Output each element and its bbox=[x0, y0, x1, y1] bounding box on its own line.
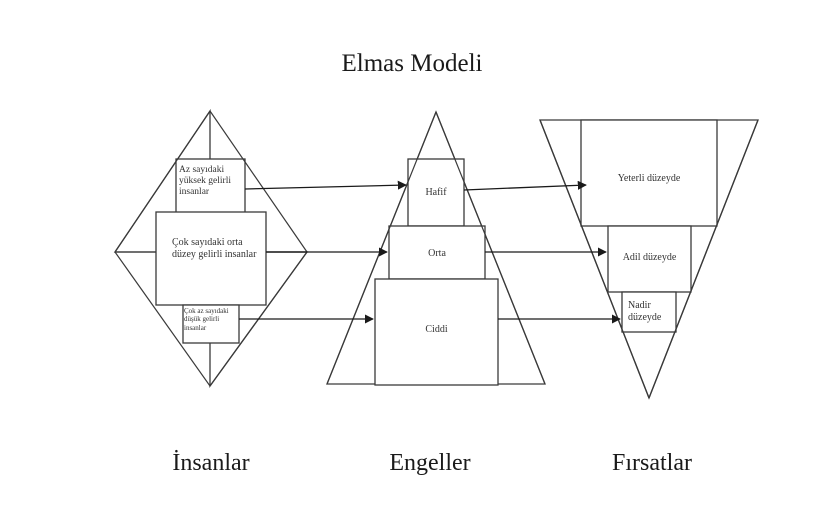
insanlar-box-high-income bbox=[175, 158, 246, 214]
engeller-group bbox=[326, 110, 546, 386]
box-label-nadir: Nadir düzeyde bbox=[628, 300, 662, 323]
diagram-title: Elmas Modeli bbox=[341, 50, 483, 77]
column-label-firsatlar: Fırsatlar bbox=[612, 450, 692, 476]
firsatlar-box-yeterli bbox=[580, 119, 718, 227]
engeller-box-ciddi bbox=[374, 278, 499, 386]
arrow-hafif-to-yeterli bbox=[463, 180, 587, 191]
engeller-box-hafif bbox=[407, 158, 465, 227]
box-label-low-income: Çok az sayıdaki düşük gelirli insanlar bbox=[184, 307, 229, 332]
firsatlar-box-adil bbox=[607, 225, 692, 293]
firsatlar-triangle-right-edge bbox=[648, 119, 759, 399]
insanlar-diamond-edge-bl bbox=[114, 251, 211, 387]
insanlar-diamond-edge-tr bbox=[209, 110, 308, 253]
insanlar-group bbox=[113, 108, 309, 389]
engeller-box-orta bbox=[388, 225, 486, 280]
insanlar-box-low-income bbox=[182, 304, 240, 344]
firsatlar-box-nadir bbox=[621, 291, 677, 333]
box-label-high-income: Az sayıdaki yüksek gelirli insanlar bbox=[179, 165, 231, 197]
firsatlar-triangle-left-edge bbox=[539, 119, 650, 399]
column-label-engeller: Engeller bbox=[389, 450, 471, 476]
insanlar-diamond-edge-tl bbox=[114, 110, 211, 253]
column-label-insanlar: İnsanlar bbox=[172, 450, 250, 476]
box-label-orta: Orta bbox=[428, 248, 446, 259]
arrow-high-income-to-hafif bbox=[244, 180, 407, 190]
firsatlar-group bbox=[539, 119, 759, 400]
box-label-adil: Adil düzeyde bbox=[622, 252, 677, 263]
engeller-triangle-right-edge bbox=[435, 111, 546, 385]
box-label-yeterli: Yeterli düzeyde bbox=[617, 173, 681, 184]
box-label-ciddi: Ciddi bbox=[425, 324, 448, 335]
box-label-middle-income: Çok sayıdaki orta düzey gelirli insanlar bbox=[172, 237, 257, 260]
box-label-hafif: Hafif bbox=[425, 187, 447, 198]
